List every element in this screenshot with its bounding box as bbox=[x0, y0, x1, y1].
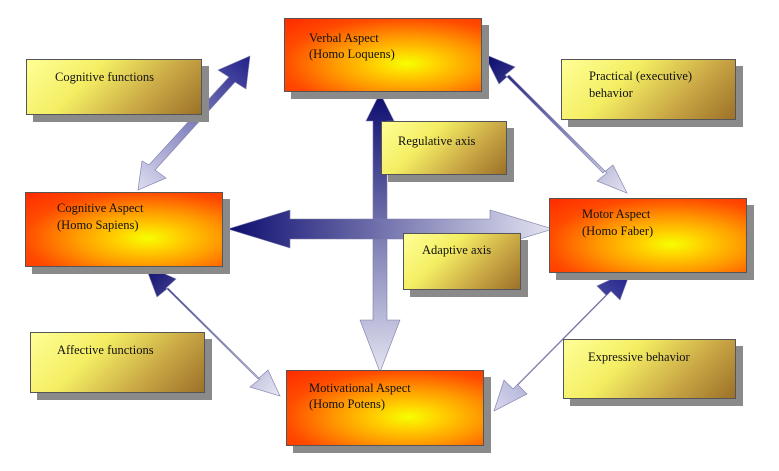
label-regulative-axis: Regulative axis bbox=[381, 121, 507, 175]
aspect-verbal: Verbal Aspect (Homo Loquens) bbox=[284, 18, 482, 92]
label-affective-functions-text: Affective functions bbox=[57, 343, 154, 357]
arrow-verbal-motor bbox=[483, 53, 628, 194]
label-practical-behavior: Practical (executive) behavior bbox=[561, 59, 736, 120]
aspect-cognitive-name: Cognitive Aspect bbox=[57, 201, 144, 215]
aspect-motivational-name: Motivational Aspect bbox=[309, 381, 411, 395]
label-cognitive-functions: Cognitive functions bbox=[26, 59, 202, 115]
label-regulative-axis-text: Regulative axis bbox=[398, 134, 476, 148]
aspect-verbal-sub: (Homo Loquens) bbox=[309, 47, 395, 61]
arrow-cognitive-motivational bbox=[144, 264, 281, 397]
aspect-cognitive-sub: (Homo Sapiens) bbox=[57, 218, 139, 232]
aspect-motor: Motor Aspect (Homo Faber) bbox=[549, 198, 747, 273]
arrow-cognitive-verbal bbox=[137, 55, 251, 191]
label-affective-functions: Affective functions bbox=[30, 332, 205, 393]
aspect-verbal-name: Verbal Aspect bbox=[309, 31, 379, 45]
aspect-cognitive: Cognitive Aspect (Homo Sapiens) bbox=[25, 192, 223, 267]
label-practical-line2: behavior bbox=[589, 86, 633, 100]
label-expressive-behavior: Expressive behavior bbox=[563, 339, 736, 399]
label-expressive-behavior-text: Expressive behavior bbox=[588, 350, 690, 364]
label-practical-line1: Practical (executive) bbox=[589, 69, 693, 83]
label-cognitive-functions-text: Cognitive functions bbox=[55, 70, 154, 84]
aspect-motivational-sub: (Homo Potens) bbox=[309, 397, 386, 411]
label-adaptive-axis-text: Adaptive axis bbox=[422, 243, 492, 257]
aspect-motivational: Motivational Aspect (Homo Potens) bbox=[286, 370, 484, 446]
label-adaptive-axis: Adaptive axis bbox=[403, 233, 521, 290]
aspect-motor-sub: (Homo Faber) bbox=[582, 224, 654, 238]
aspect-motor-name: Motor Aspect bbox=[582, 207, 651, 221]
arrow-motor-motivational bbox=[493, 269, 632, 412]
